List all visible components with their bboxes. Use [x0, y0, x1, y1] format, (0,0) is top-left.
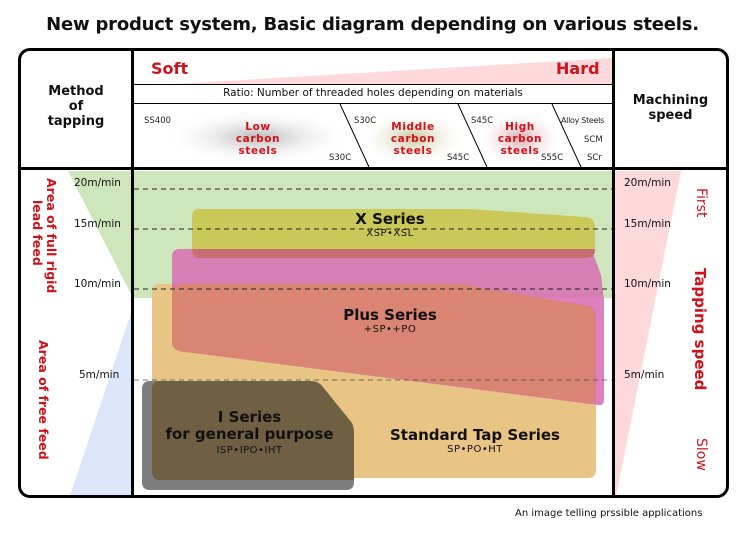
separator-high-alloy	[551, 103, 582, 168]
grade-scm: SCM	[584, 135, 603, 145]
machining-line-1: Machining	[632, 93, 709, 108]
middle-line-3: steels	[393, 145, 433, 157]
speed-wedge	[615, 171, 681, 496]
machining-line-2: speed	[648, 108, 693, 123]
separator-middle-high	[457, 103, 488, 168]
x-series-products: XSP•XSL	[366, 228, 414, 239]
x-series-title: X Series	[355, 210, 425, 228]
divider-header	[18, 167, 729, 170]
soft-label: Soft	[151, 59, 189, 78]
grade-s30c-start: S30C	[354, 116, 377, 126]
i-series-products: ISP•IPO•IHT	[216, 445, 283, 456]
slow-label: Slow	[693, 438, 709, 471]
left-tick-5: 5m/min	[79, 369, 120, 381]
hard-label: Hard	[556, 59, 600, 78]
standard-tap-series-label[interactable]: Standard Tap Series SP•PO•HT	[370, 426, 580, 456]
grade-ss400: SS400	[144, 116, 172, 126]
i-series-shape	[152, 381, 354, 480]
fast-label: First	[693, 188, 709, 218]
right-tick-20: 20m/min	[624, 177, 671, 189]
divider-hardness	[134, 84, 612, 85]
high-carbon-glow	[475, 110, 565, 166]
high-line-2: carbon	[497, 133, 543, 145]
tapping-speed-label: Tapping speed	[691, 268, 709, 391]
caption: An image telling prssible applications	[515, 508, 703, 519]
free-area-left	[70, 307, 133, 496]
rigid-line-1: Area of full rigid	[44, 178, 59, 294]
grade-s55c: S55C	[541, 153, 564, 163]
low-line-2: carbon	[235, 133, 281, 145]
standard-series-products: SP•PO•HT	[447, 444, 503, 455]
middle-line-1: Middle	[391, 121, 435, 133]
rigid-area-left	[68, 171, 133, 298]
middle-line-2: carbon	[390, 133, 436, 145]
high-line-3: steels	[500, 145, 540, 157]
right-tick-5: 5m/min	[624, 369, 665, 381]
left-tick-20: 20m/min	[74, 177, 121, 189]
right-tick-10: 10m/min	[624, 278, 671, 290]
plus-series-products: +SP•+PO	[363, 324, 417, 335]
grade-s45c-start: S45C	[471, 116, 494, 126]
grade-s30c-end: S30C	[329, 153, 352, 163]
left-tick-10: 10m/min	[74, 278, 121, 290]
x-series-shape	[192, 209, 595, 258]
rigid-line-2: lead feed	[30, 200, 45, 266]
i-series-label[interactable]: I Series for general purpose ISP•IPO•IHT	[152, 408, 347, 457]
low-carbon-glow	[163, 109, 353, 165]
low-line-3: steels	[238, 145, 278, 157]
high-line-1: High	[505, 121, 535, 133]
rigid-feed-area-label: Area of full rigid lead feed	[30, 178, 59, 293]
ratio-label: Ratio: Number of threaded holes dependin…	[223, 87, 523, 99]
i-series-subtitle: for general purpose	[165, 425, 334, 443]
left-tick-15: 15m/min	[74, 218, 121, 230]
x-series-label[interactable]: X Series XSP•XSL	[290, 210, 490, 240]
separator-low-middle	[339, 103, 370, 168]
plus-series-core	[172, 284, 595, 404]
standard-series-title: Standard Tap Series	[390, 426, 560, 444]
machining-speed-header: Machining speed	[615, 93, 726, 123]
grade-s45c-end: S45C	[447, 153, 470, 163]
plus-series-title: Plus Series	[343, 306, 437, 324]
method-line-2: of	[68, 99, 84, 114]
divider-left	[131, 48, 134, 498]
low-carbon-steels-label: Low carbon steels	[218, 121, 298, 157]
divider-right	[612, 48, 615, 498]
diagram-frame	[18, 48, 729, 498]
right-tick-15: 15m/min	[624, 218, 671, 230]
x-series-overlap	[192, 249, 595, 258]
alloy-steels-label: Alloy Steels	[561, 116, 604, 125]
middle-carbon-steels-label: Middle carbon steels	[373, 121, 453, 157]
i-series-title: I Series	[217, 408, 282, 426]
free-feed-area-label: Area of free feed	[36, 340, 51, 460]
method-line-3: tapping	[47, 114, 105, 129]
divider-ratio	[134, 103, 612, 104]
method-line-1: Method	[48, 84, 104, 99]
high-carbon-steels-label: High carbon steels	[480, 121, 560, 157]
grade-scr: SCr	[587, 153, 602, 163]
method-of-tapping-header: Method of tapping	[21, 84, 131, 129]
middle-carbon-glow	[358, 110, 468, 166]
low-line-1: Low	[245, 121, 271, 133]
hardness-wedge	[175, 58, 612, 84]
plus-series-label[interactable]: Plus Series +SP•+PO	[290, 306, 490, 336]
diagram-title: New product system, Basic diagram depend…	[46, 14, 699, 35]
